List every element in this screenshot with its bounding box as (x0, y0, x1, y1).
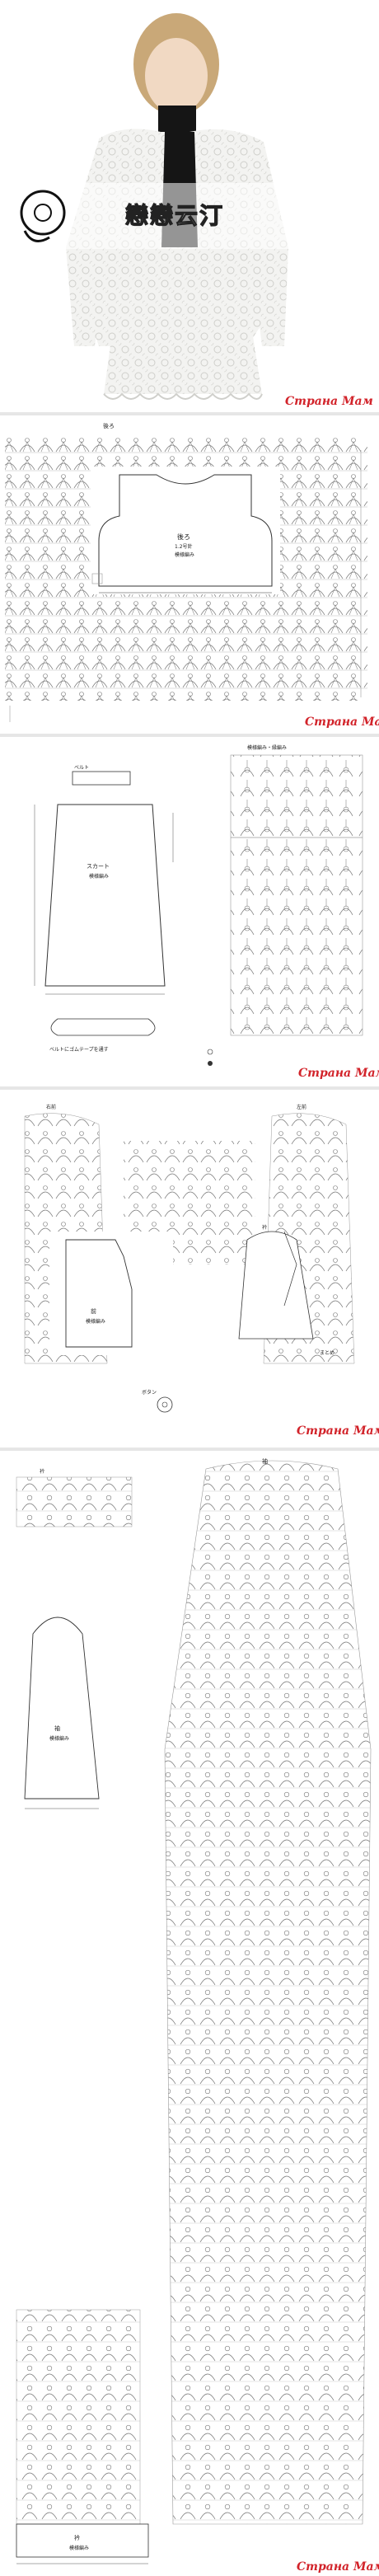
skirt-belt-label: ベルト (74, 765, 90, 771)
divider (0, 1448, 379, 1451)
back-part-label: 後ろ (177, 533, 190, 541)
skirt-tape-note: ベルトにゴムテープを通す (49, 1047, 109, 1053)
skirt-panel: ベルト スカート 模様編み 模様編み・縁編み ベルトにゴムテープを通す Стра… (0, 739, 379, 1085)
front-finish-label: まとめ (320, 1350, 335, 1356)
divider (0, 734, 379, 737)
sleeve-part-label: 袖 (54, 1725, 60, 1732)
front-part-label: 前 (91, 1308, 96, 1315)
front-collar-label: 衿 (262, 1225, 268, 1231)
back-title: 後ろ (103, 423, 115, 429)
front-crochet-chart (24, 1113, 355, 1413)
skirt-panel-title: 模様編み・縁編み (247, 745, 288, 751)
divider (0, 412, 379, 415)
skirt-watermark: Страна Мам (298, 1067, 379, 1080)
front-right-label: 右前 (46, 1105, 57, 1110)
sleeve-collar-stitch: 模様編み (69, 2546, 90, 2551)
back-watermark: Страна Мам (305, 716, 379, 729)
sleeve-crochet-chart (16, 1460, 372, 2564)
front-panel: 右前 左前 前 模様編み 衿 ボタン まとめ Страна Мам (0, 1091, 379, 1446)
back-yarn-note: 1.2号針 (175, 544, 193, 550)
skirt-part-label: スカート (87, 863, 110, 870)
back-stitch: 模様編み (175, 552, 195, 558)
front-stitch: 模様編み (86, 1319, 106, 1325)
photo-watermark: Страна Мам (285, 395, 373, 408)
sleeve-panel: 衿 袖 袖 模様編み 衿 模様編み Страна Мам (0, 1452, 379, 2576)
sleeve-small-title: 衿 (40, 1469, 45, 1475)
skirt-stitch: 模様編み (89, 874, 110, 880)
sleeve-stitch: 模様編み (49, 1736, 70, 1742)
front-button-label: ボタン (142, 1390, 157, 1396)
photo-panel: 戀戀云汀 Страна Мам (0, 0, 379, 411)
sleeve-watermark: Страна Мам (297, 2560, 379, 2574)
front-left-label: 左前 (297, 1105, 307, 1110)
back-crochet-chart (5, 437, 367, 722)
sleeve-title: 袖 (262, 1458, 268, 1465)
model-photo (0, 0, 379, 411)
divider (0, 1086, 379, 1090)
skirt-schematic (34, 754, 363, 1066)
back-chart-panel: 後ろ 後ろ 1.2号針 模様編み Страна Мам (0, 417, 379, 732)
sleeve-collar-label: 衿 (74, 2535, 80, 2541)
photo-logo-text: 戀戀云汀 (124, 201, 225, 229)
front-watermark: Страна Мам (297, 1424, 379, 1438)
